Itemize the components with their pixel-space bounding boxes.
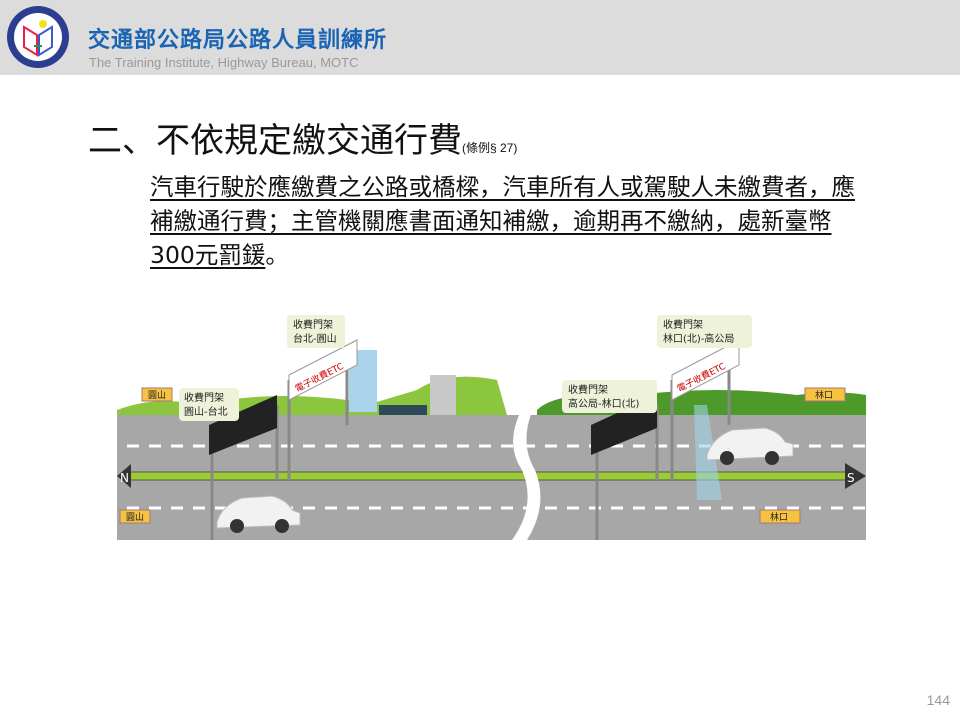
building: [430, 375, 456, 415]
gantry-callout-line: 收費門架: [663, 318, 703, 331]
title-text: 二、不依規定繳交通行費: [88, 121, 462, 161]
south-label: S: [847, 471, 855, 485]
north-arrow-icon: [117, 464, 131, 488]
sign-linkou: 林口: [815, 389, 833, 401]
north-label: N: [120, 471, 129, 485]
gantry-callout-line: 收費門架: [568, 383, 608, 396]
gantry-board: [671, 339, 740, 401]
gantry-board: [209, 395, 277, 455]
south-arrow-icon: [845, 463, 866, 489]
slide-title: 二、不依規定繳交通行費(條例§ 27): [88, 113, 517, 162]
org-name-en: The Training Institute, Highway Bureau, …: [89, 55, 359, 70]
gantry-callout-line: 台北-圓山: [293, 332, 337, 345]
car: [706, 427, 794, 465]
title-reference: (條例§ 27): [462, 141, 518, 155]
center-line: [126, 471, 853, 481]
org-name: 交通部公路局公路人員訓練所: [88, 28, 388, 53]
sign-linkou: 林口: [770, 511, 788, 523]
gantry-callout-line: 高公局-林口(北): [568, 397, 640, 410]
slide-body: 汽車行駛於應繳費之公路或橋樑，汽車所有人或駕駛人未繳費者，應補繳通行費；主管機關…: [150, 170, 870, 272]
gantry-callout-line: 收費門架: [184, 391, 224, 404]
city-skyline: [379, 405, 427, 415]
page-number: 144: [926, 692, 950, 708]
gantry-callout-line: 林口(北)-高公局: [663, 332, 734, 345]
road-break: [512, 400, 541, 540]
sign-yuanshan: 圓山: [126, 512, 144, 523]
body-text: 汽車行駛於應繳費之公路或橋樑，汽車所有人或駕駛人未繳費者，應補繳通行費；主管機關…: [150, 173, 855, 269]
gantry-callout-line: 圓山-台北: [184, 405, 228, 418]
gantry-board: [288, 339, 358, 401]
gantry-callout-line: 收費門架: [293, 318, 333, 331]
sign-yuanshan: 圓山: [148, 390, 166, 401]
header-band: 交通部公路局公路人員訓練所 The Training Institute, Hi…: [0, 0, 960, 75]
car: [216, 495, 301, 533]
body-tail: 。: [265, 241, 289, 269]
institute-logo: [7, 6, 69, 68]
